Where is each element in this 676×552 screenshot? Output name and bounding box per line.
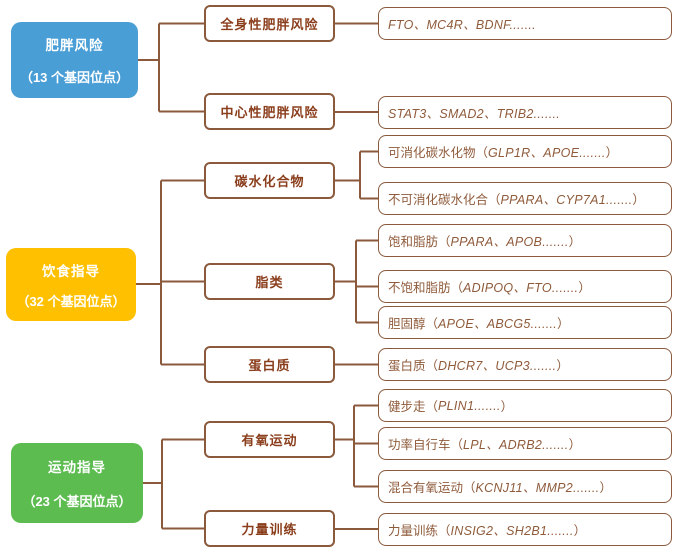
leaf-node-brisk-walking: 健步走（PLIN1.......） (378, 389, 672, 422)
category-node-central-obesity-risk: 中心性肥胖风险 (204, 93, 335, 130)
gene-list: DHCR7、UCP3....... (438, 359, 557, 373)
gene-list: INSIG2、SH2B1....... (450, 524, 574, 538)
leaf-node-strength-training-genes: 力量训练（INSIG2、SH2B1.......） (378, 513, 672, 546)
leaf-prefix: 胆固醇（ (388, 317, 439, 331)
leaf-prefix: 不可消化碳水化合（ (388, 193, 501, 207)
gene-list: PPARA、APOB....... (450, 235, 569, 249)
leaf-prefix: 可消化碳水化物（ (388, 146, 489, 160)
leaf-suffix: ） (573, 524, 587, 538)
gene-list: ADIPOQ、FTO....... (463, 281, 579, 295)
leaf-suffix: ） (557, 317, 570, 331)
category-node-protein: 蛋白质 (204, 346, 335, 383)
leaf-suffix: ） (578, 281, 591, 295)
gene-list: PLIN1....... (438, 398, 501, 413)
category-node-strength-training: 力量训练 (204, 510, 335, 547)
root-node-exercise-guidance: 运动指导 （23 个基因位点） (11, 443, 143, 523)
leaf-node-central-obesity-genes: STAT3、SMAD2、TRIB2....... (378, 96, 672, 129)
leaf-node-mixed-aerobic: 混合有氧运动（KCNJ11、MMP2.......） (378, 470, 672, 503)
gene-list: KCNJ11、MMP2....... (475, 481, 600, 495)
gene-list: STAT3、SMAD2、TRIB2....... (388, 107, 561, 121)
leaf-prefix: 不饱和脂肪（ (388, 281, 464, 295)
category-node-lipids: 脂类 (204, 263, 335, 300)
leaf-prefix: 力量训练（ (388, 524, 451, 538)
leaf-suffix: ） (632, 193, 645, 207)
leaf-suffix: ） (599, 481, 612, 495)
leaf-suffix: ） (556, 359, 569, 373)
leaf-node-saturated-fat: 饱和脂肪（PPARA、APOB.......） (378, 224, 672, 257)
leaf-suffix: ） (568, 438, 582, 452)
gene-list: FTO、MC4R、BDNF....... (388, 18, 536, 32)
leaf-node-unsaturated-fat: 不饱和脂肪（ADIPOQ、FTO.......） (378, 270, 672, 303)
leaf-suffix: ） (568, 235, 582, 249)
leaf-node-protein-genes: 蛋白质（DHCR7、UCP3.......） (378, 348, 672, 381)
root-node-obesity-risk: 肥胖风险 （13 个基因位点） (11, 22, 138, 98)
leaf-prefix: 混合有氧运动（ (388, 481, 476, 495)
gene-list: PPARA、CYP7A1....... (500, 193, 633, 207)
category-node-aerobic-exercise: 有氧运动 (204, 421, 335, 458)
leaf-prefix: 饱和脂肪（ (388, 235, 451, 249)
leaf-node-indigestible-carbs: 不可消化碳水化合（PPARA、CYP7A1.......） (378, 182, 672, 215)
leaf-suffix: ） (500, 400, 514, 414)
leaf-node-systemic-obesity-genes: FTO、MC4R、BDNF....... (378, 7, 672, 40)
leaf-prefix: 蛋白质（ (388, 359, 439, 373)
gene-list: APOE、ABCG5....... (438, 317, 558, 331)
root-title: 肥胖风险 (45, 38, 104, 54)
root-subtitle: （32 个基因位点） (16, 293, 126, 309)
leaf-node-power-cycling: 功率自行车（LPL、ADRB2.......） (378, 427, 672, 460)
leaf-suffix: ） (605, 146, 619, 160)
gene-list: LPL、ADRB2....... (463, 438, 569, 452)
root-node-diet-guidance: 饮食指导 （32 个基因位点） (6, 248, 136, 321)
leaf-prefix: 健步走（ (388, 400, 439, 414)
root-subtitle: （13 个基因位点） (19, 69, 130, 85)
root-title: 运动指导 (48, 460, 106, 476)
root-title: 饮食指导 (42, 263, 100, 279)
leaf-node-digestible-carbs: 可消化碳水化物（GLP1R、APOE.......） (378, 135, 672, 168)
leaf-node-cholesterol: 胆固醇（APOE、ABCG5.......） (378, 306, 672, 339)
category-node-carbohydrates: 碳水化合物 (204, 162, 335, 199)
root-subtitle: （23 个基因位点） (22, 493, 132, 509)
category-node-systemic-obesity-risk: 全身性肥胖风险 (204, 5, 335, 42)
gene-list: GLP1R、APOE....... (488, 146, 606, 160)
leaf-prefix: 功率自行车（ (388, 438, 464, 452)
